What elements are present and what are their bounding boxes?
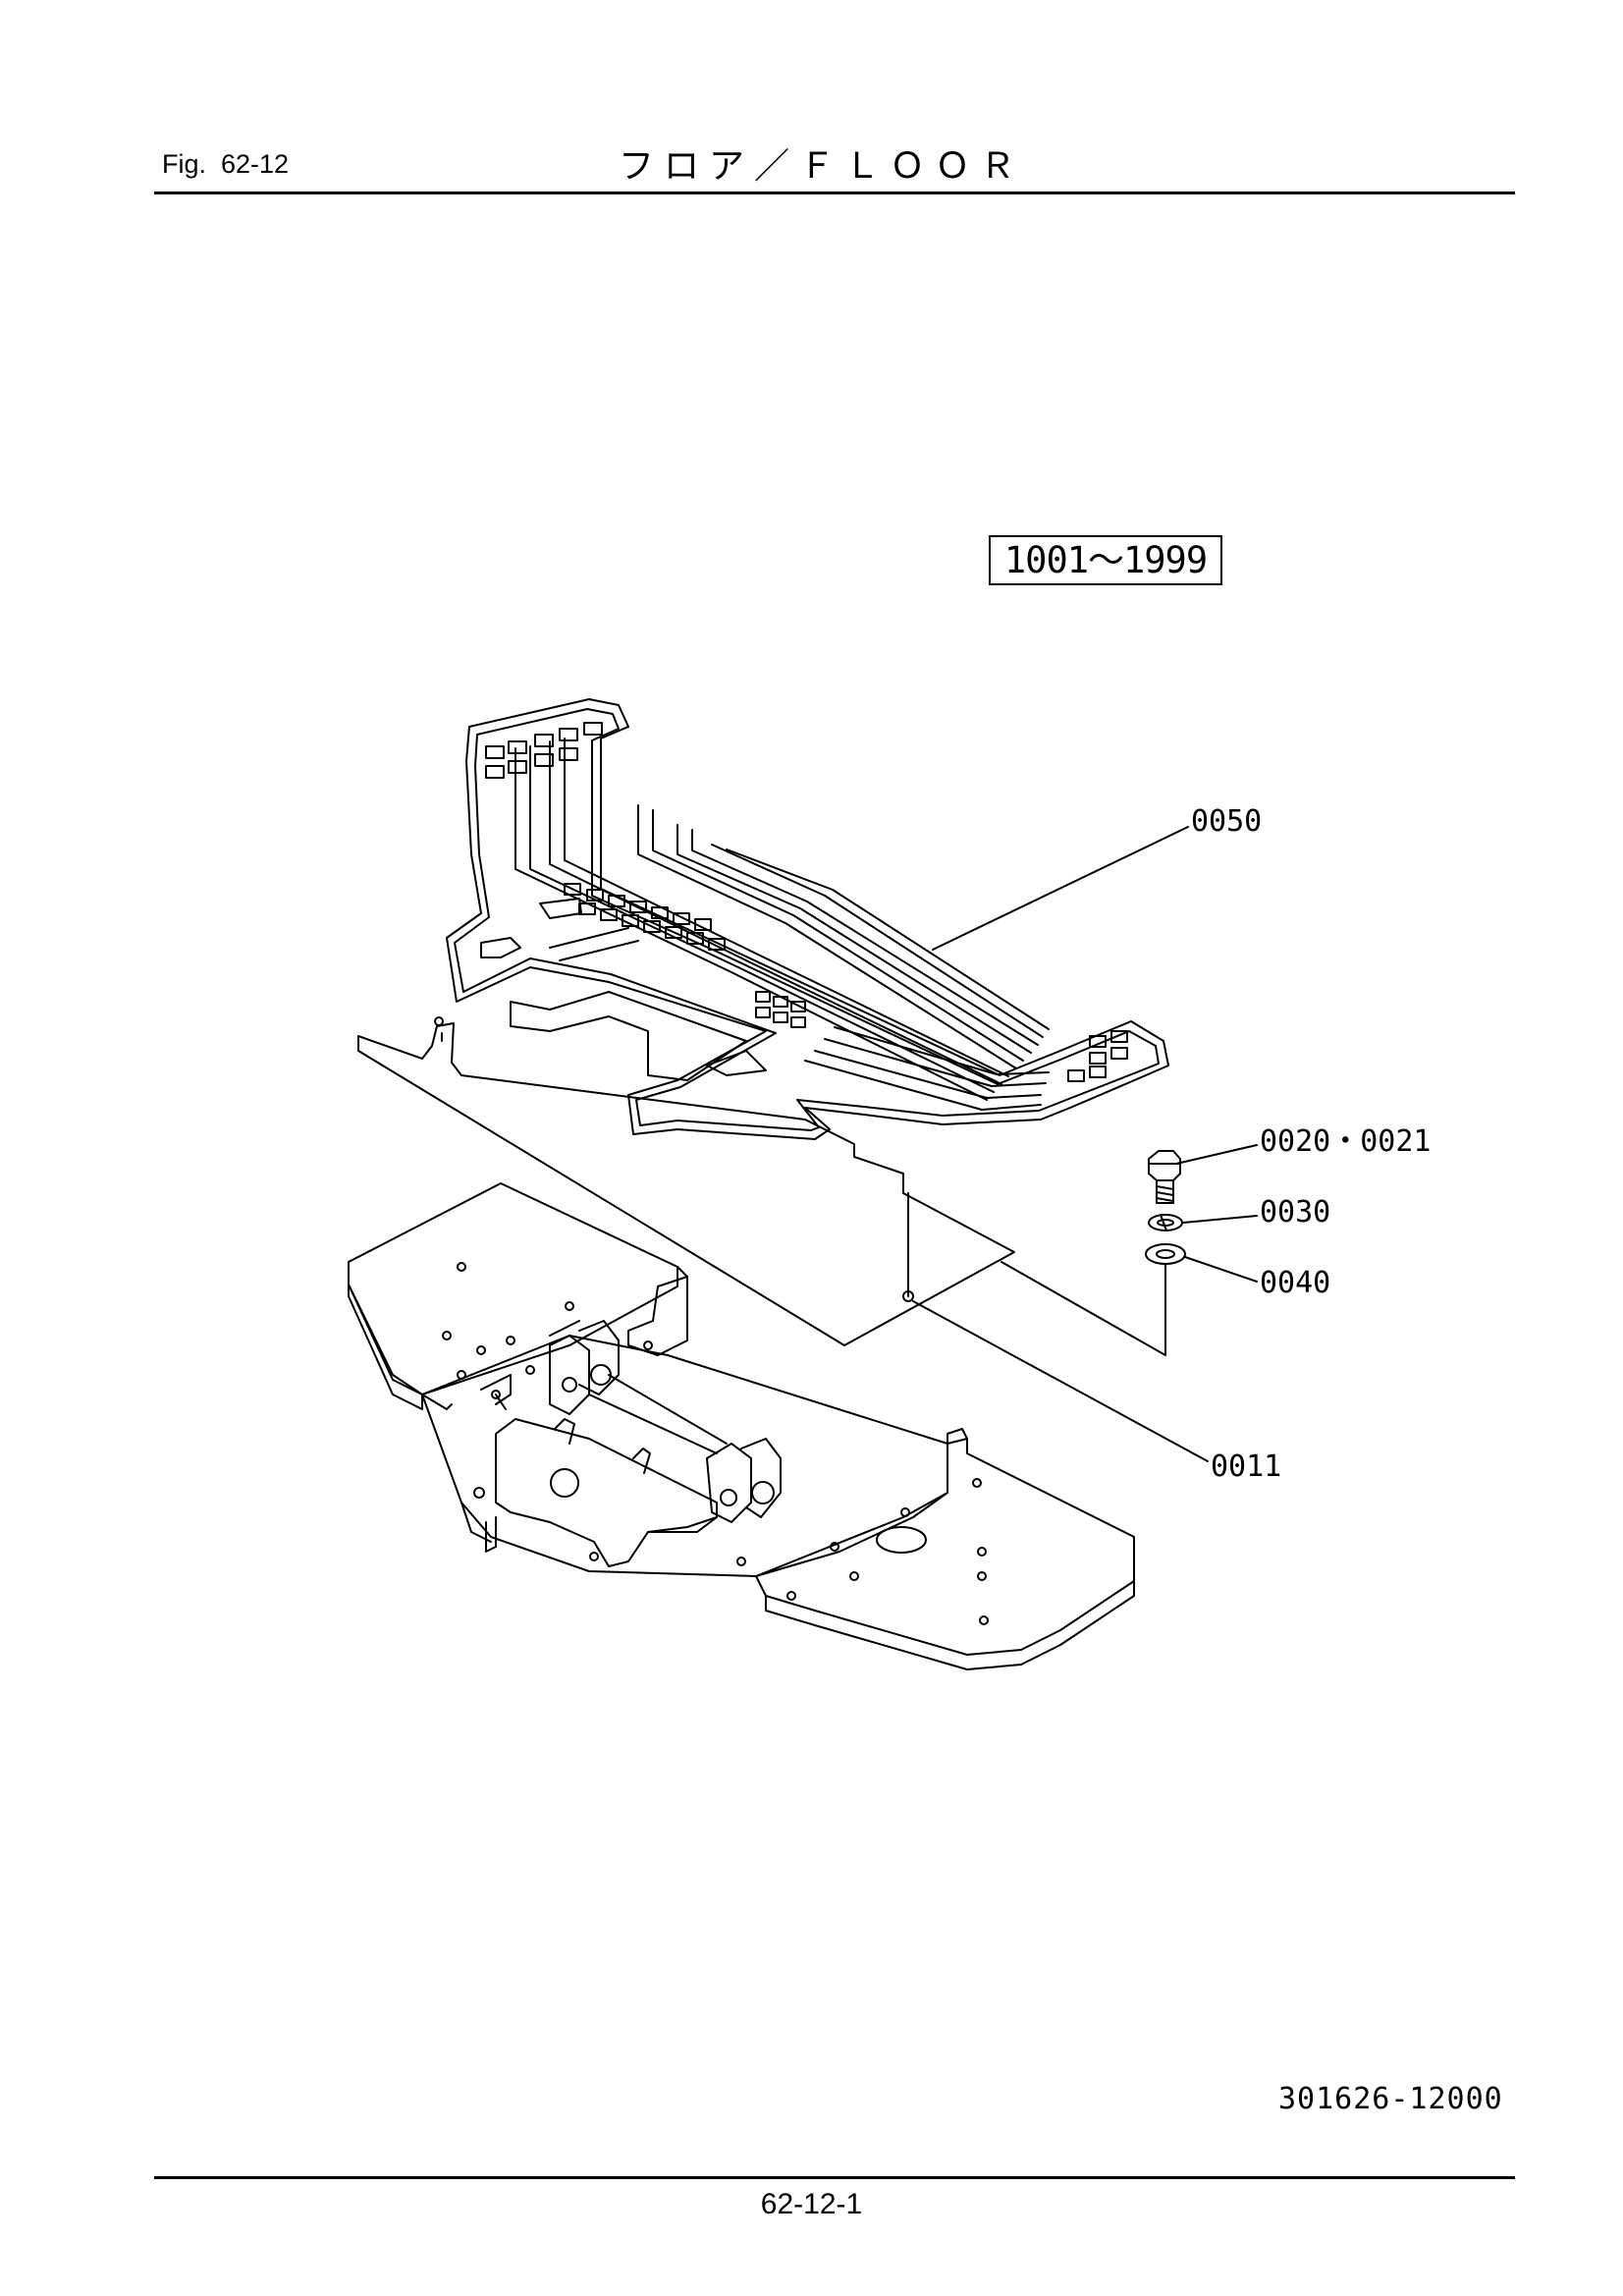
callout-0040: 0040 [1260,1266,1330,1300]
header-rule [154,191,1515,194]
document-number: 301626-12000 [1278,2082,1503,2116]
floor-mat-part [446,698,1169,1140]
callout-0050: 0050 [1191,804,1262,839]
callout-0030: 0030 [1260,1195,1330,1230]
bolt-assembly [1001,1150,1186,1356]
base-frame-part [348,1182,1135,1670]
figure-title: フロア／ＦＬＯＯＲ [619,146,1026,187]
page-number: 62-12-1 [760,2188,863,2220]
callout-0020-0021: 0020・0021 [1260,1124,1432,1159]
callout-0011: 0011 [1211,1449,1281,1484]
leader-lines [912,826,1258,1462]
floor-sheet-part [357,1016,1015,1346]
figure-number: Fig. 62-12 [162,149,290,179]
footer-rule [154,2176,1515,2179]
serial-range-box: 1001～1999 [989,535,1222,585]
